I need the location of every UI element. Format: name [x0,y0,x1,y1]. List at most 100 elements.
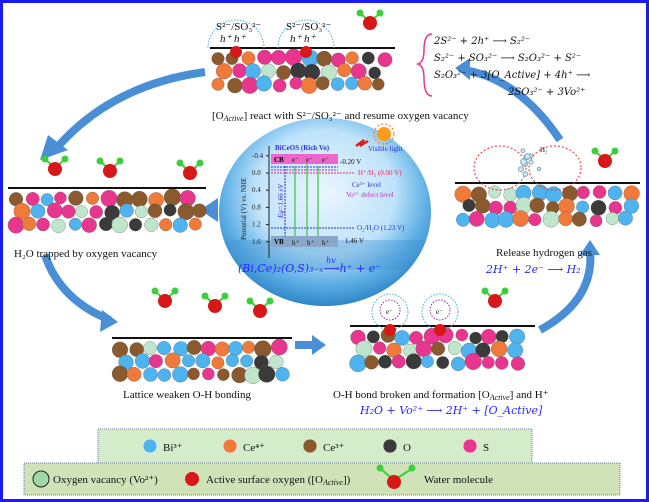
lattice-atom [258,365,276,383]
lattice-atom [373,341,387,355]
lattice-atom [484,212,501,229]
h2-bubble [522,171,529,177]
lattice-atom [558,211,573,227]
lattice-atom [475,198,491,214]
lattice-atom [590,200,607,216]
lattice-atom [68,190,84,206]
lattice-atom [357,76,372,91]
lattice-atom [192,203,207,218]
lattice-atom [99,217,113,232]
water-molecule [363,16,377,30]
lattice-atom [228,341,243,356]
equation-right: 2H⁺ + 2e⁻ ⟶ H₂ [485,263,581,276]
lattice-atom [143,367,158,382]
lattice-atom [225,353,239,367]
lattice-atom [157,368,172,382]
lattice-atom [51,218,66,233]
lattice-atom [195,353,211,369]
lattice-atom [89,205,103,219]
hole: h⁺ [292,239,300,247]
lattice-atom [507,342,524,359]
lattice-atom [431,341,446,356]
electron-label: e⁻ [436,308,443,316]
tick-label: 0.8 [252,203,261,211]
lattice-atom [186,340,202,355]
lattice-atom [149,354,163,369]
lattice-atom [254,340,272,358]
lattice-atom [337,63,352,78]
h2-bubble [520,148,526,154]
lattice-atom [436,356,450,369]
lattice-atom [172,217,188,233]
lattice-atom [163,203,177,217]
legend-label: O [403,442,411,454]
panel-bottom-left [111,287,292,384]
active-oxygen [384,324,396,336]
step-top-label: [OActive] react with S²⁻/SO₃²⁻ and resum… [212,110,469,123]
lattice-atom [576,200,589,214]
legend-water: Water molecule [424,474,493,486]
lattice-atom [242,340,255,354]
equation-top-4: 2SO₃²⁻ + 3Vo²⁺ [507,87,585,98]
lattice-atom [589,214,603,228]
water-molecule [208,299,222,313]
legend-label: Ce⁴⁺ [243,442,265,454]
lattice-atom [512,210,529,227]
panel-bottom-right: e⁻ e⁻ [349,287,535,372]
band-title: BiCeOS (Rich Vo) [275,144,330,152]
lattice-atom [480,329,497,345]
lattice-atom [592,185,607,199]
lattice-atom [420,355,434,368]
lattice-atom [100,190,118,207]
vb-value: 1.46 V [345,237,364,245]
lattice-atom [495,330,509,343]
tick-label: 0.4 [252,186,261,194]
lattice-atom [271,49,287,66]
lightning-icon [355,139,369,148]
water-molecule [598,154,612,168]
h2-bubble [536,166,542,172]
lattice-atom [378,354,392,369]
water-molecule [183,166,197,180]
lattice-atom [188,217,202,231]
water-molecule [48,162,62,176]
lattice-atom [131,190,148,208]
equation-top-3: S₂O₃²⁻ + 3[O_Active] + 4h⁺ ⟶ [434,70,590,81]
lattice-atom [214,341,230,357]
lattice-atom [255,75,272,92]
lattice-atom [345,76,359,90]
electron: e⁻ [322,156,329,164]
lattice-atom [126,366,142,382]
lattice-atom [368,66,381,80]
arrow-right-to-top [464,66,564,143]
lattice-atom [135,205,148,219]
electron-label: e⁻ [386,308,393,316]
lattice-atom [456,212,470,227]
lattice-atom [172,366,189,383]
arrow-left-to-bottom [41,253,112,324]
sun-icon [377,127,391,141]
lattice-atom [211,77,225,91]
lattice-atom [104,205,120,221]
legend-swatch [462,438,478,454]
panel-right: H₂ [454,145,640,229]
lattice-atom [469,331,482,345]
lattice-atom [528,213,542,227]
lattice-atom [275,367,290,382]
center-left-arrow [200,198,218,222]
legend-swatch [142,438,158,454]
lattice-atom [345,51,359,65]
tick-label: 1.6 [252,238,261,246]
water-molecule [253,304,267,318]
active-oxygen [300,46,312,58]
h2-bubble-label: H₂ [540,146,548,154]
lattice-atom [366,330,380,344]
species-label: S²⁻/SO₃²⁻ [216,21,261,33]
legend-vacancy: Oxygen vacancy (Vo²⁺) [53,474,158,486]
lattice-atom [257,49,273,65]
h2-bubble [528,159,534,165]
lattice-atom [289,76,303,90]
tick-label: 1.2 [252,221,261,229]
vb-label: VB [274,238,284,246]
